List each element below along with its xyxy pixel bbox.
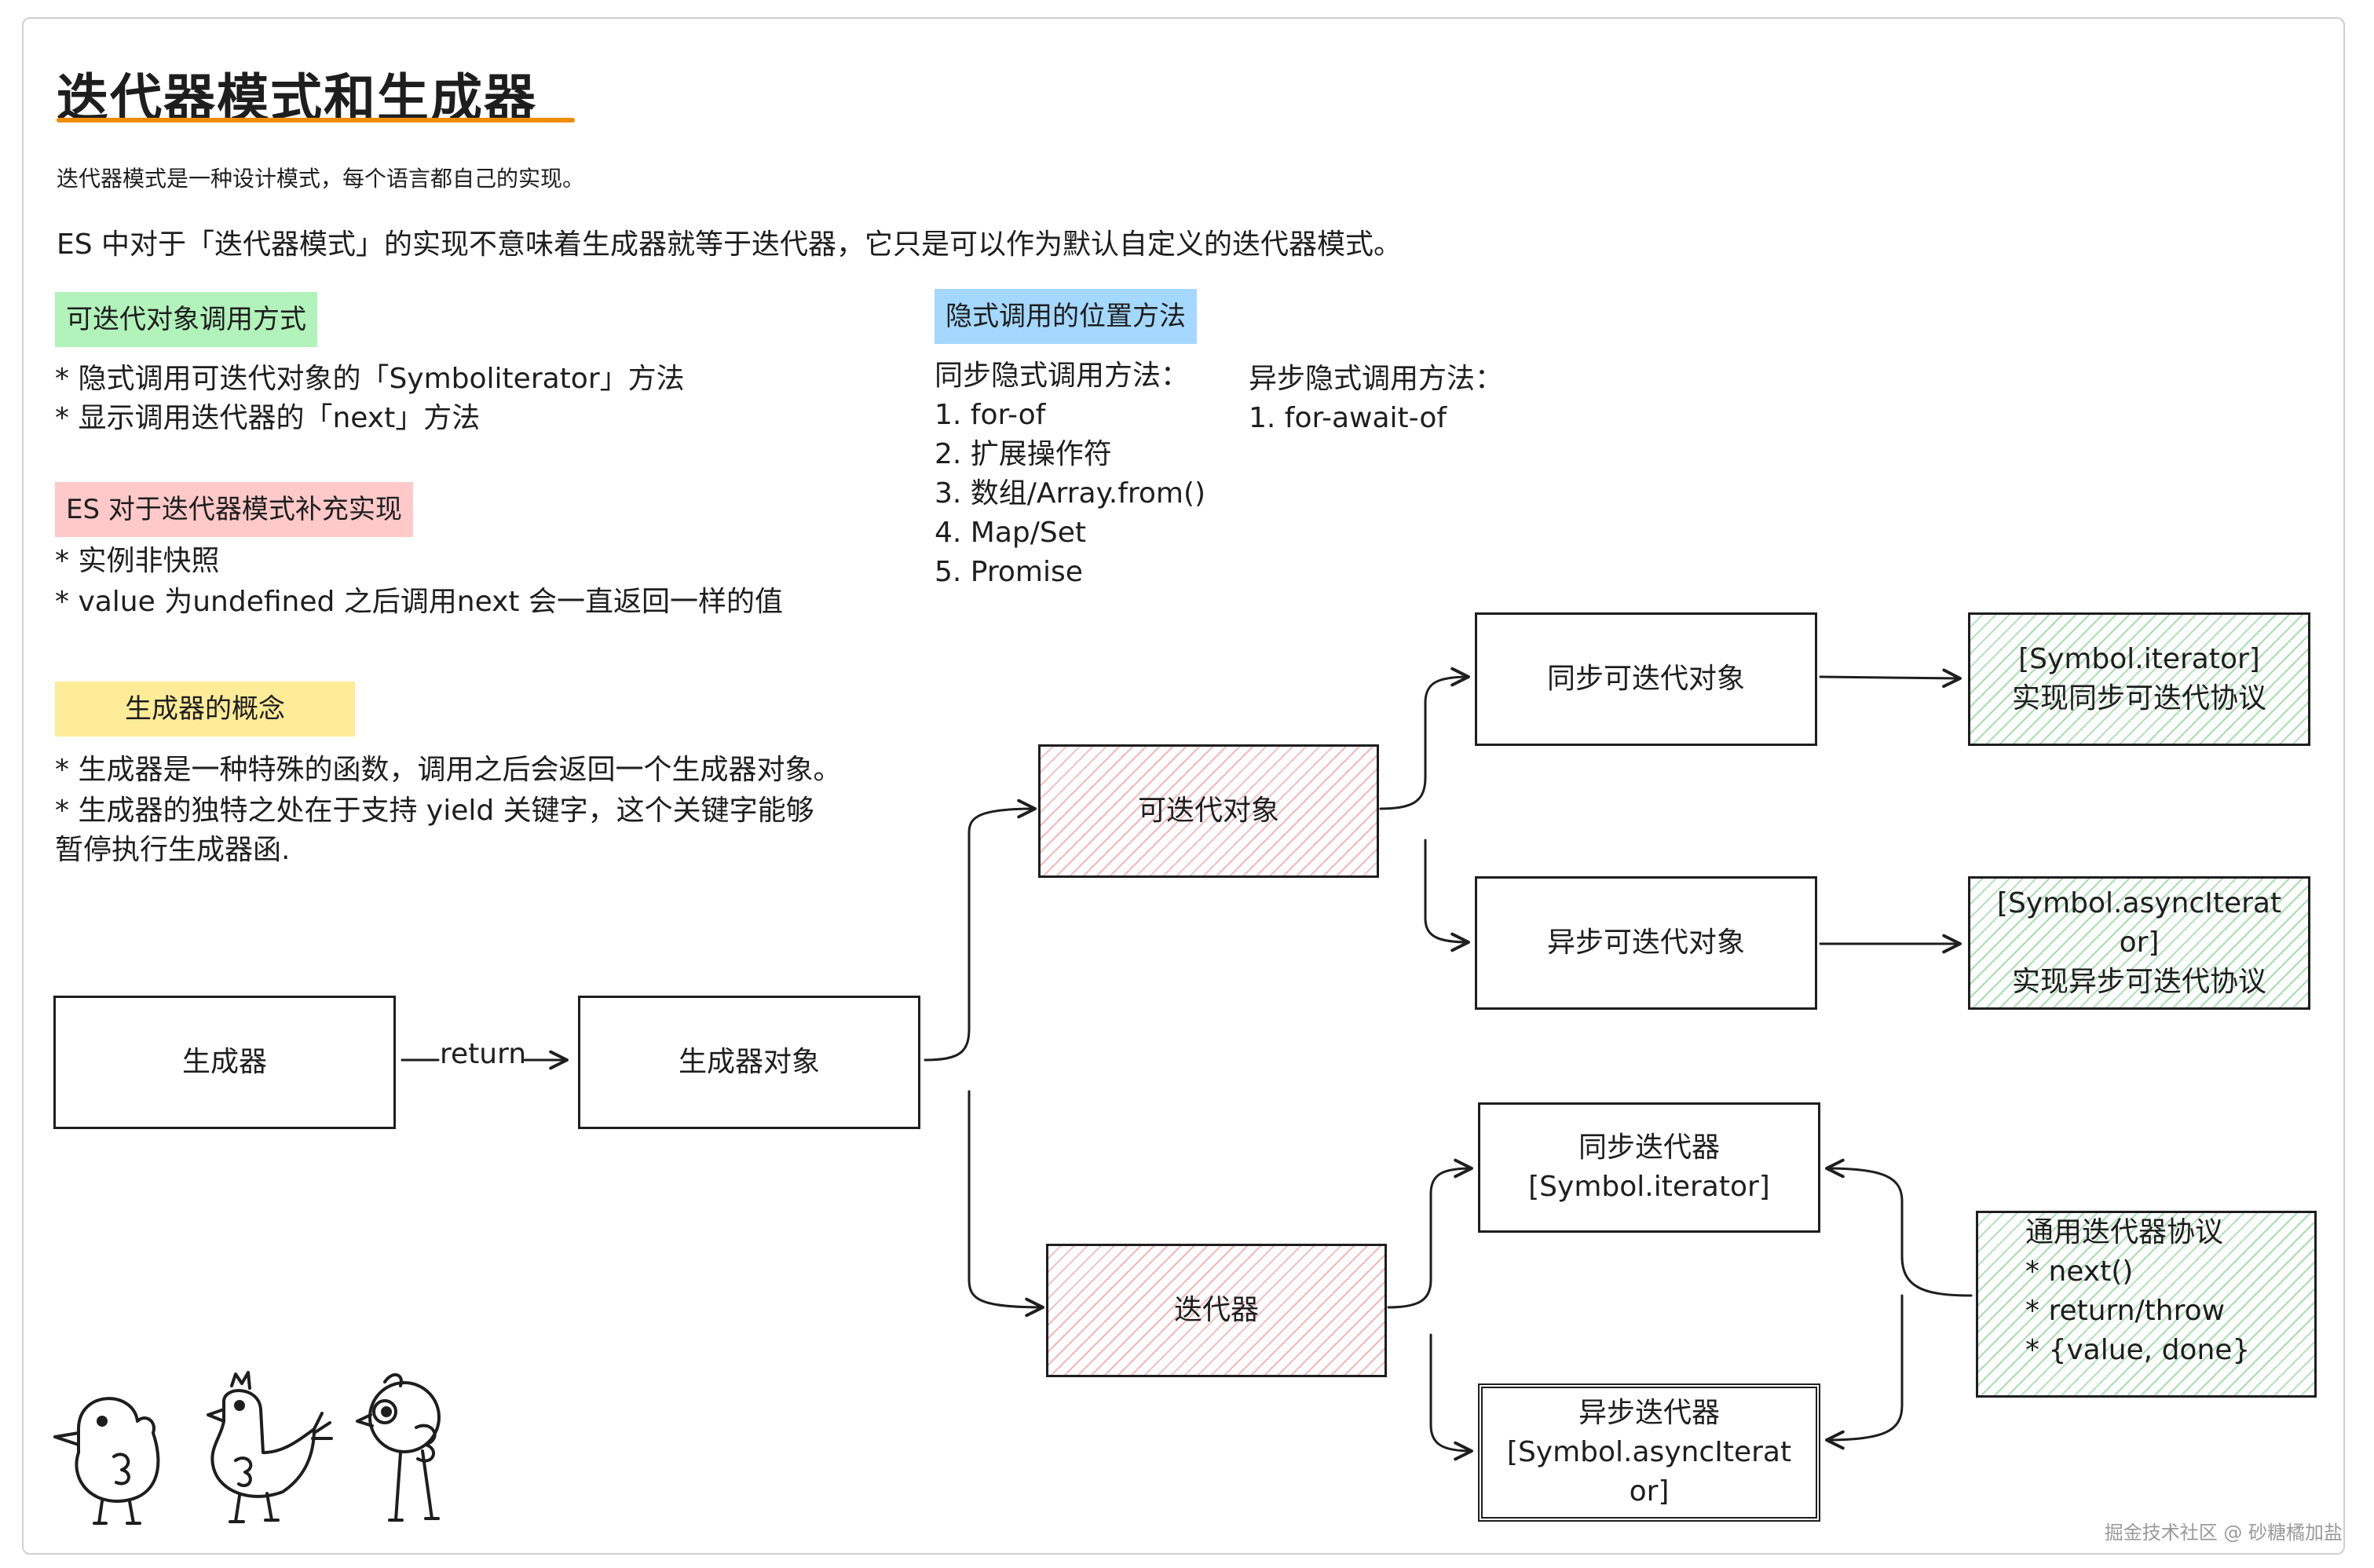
sync-implicit-item-5: 5. Promise	[935, 556, 1083, 588]
sync-iterable-protocol-line1: [Symbol.iterator]	[2018, 643, 2260, 675]
generator-concept-item-1: * 生成器是一种特殊的函数，调用之后会返回一个生成器对象。	[55, 754, 842, 786]
label-return: return	[440, 1038, 527, 1070]
iterator-protocol-item-3: * {value, done}	[2025, 1334, 2251, 1366]
arrow-to-iterator	[968, 1090, 1044, 1318]
iterator-protocol-item-1: * next()	[2025, 1255, 2134, 1288]
arrow-to-sync-iterable	[1379, 667, 1470, 810]
title-underline	[57, 118, 575, 122]
chick-icon-2	[207, 1371, 333, 1523]
sync-implicit-item-2: 2. 扩展操作符	[935, 438, 1112, 470]
async-iterator-line2: [Symbol.asyncIterat	[1506, 1436, 1792, 1468]
chick-icon-3	[356, 1373, 441, 1522]
iterator-protocol-title: 通用迭代器协议	[2025, 1216, 2224, 1248]
tag-es-supplement: ES 对于迭代器模式补充实现	[55, 482, 413, 537]
iterable-call-item-2: * 显示调用迭代器的「next」方法	[55, 402, 481, 434]
async-iterable-protocol-line3: 实现异步可迭代协议	[2011, 966, 2266, 998]
box-async-iterable: 异步可迭代对象	[1475, 876, 1817, 1010]
tag-generator-concept: 生成器的概念	[55, 682, 355, 736]
box-sync-iterable: 同步可迭代对象	[1475, 612, 1817, 746]
async-iterable-protocol-line1: [Symbol.asyncIterat	[1996, 887, 2282, 919]
box-iterator: 迭代器	[1046, 1244, 1387, 1377]
async-implicit-item-1: 1. for-await-of	[1249, 402, 1447, 434]
sync-iterator-line1: 同步迭代器	[1578, 1131, 1720, 1164]
arrow-to-async-iterable	[1424, 839, 1470, 952]
chick-icon-1	[53, 1397, 160, 1525]
canvas-frame	[22, 17, 2345, 1555]
sync-implicit-item-4: 4. Map/Set	[935, 517, 1087, 549]
tag-iterable-call: 可迭代对象调用方式	[55, 292, 317, 347]
box-async-iterable-protocol: [Symbol.asyncIterat or] 实现异步可迭代协议	[1968, 876, 2310, 1010]
arrow-to-sync-iterable-protocol	[1819, 668, 1962, 689]
sync-implicit-item-3: 3. 数组/Array.from()	[935, 477, 1206, 510]
iterator-protocol-item-2: * return/throw	[2025, 1295, 2226, 1327]
box-generator: 生成器	[53, 996, 396, 1129]
sync-iterator-line2: [Symbol.iterator]	[1528, 1171, 1770, 1203]
arrow-protocol-to-sync-iterator	[1825, 1158, 1973, 1297]
box-iterable: 可迭代对象	[1038, 744, 1379, 878]
box-async-iterator: 异步迭代器 [Symbol.asyncIterat or]	[1478, 1383, 1820, 1522]
async-iterable-protocol-line2: or]	[2119, 927, 2160, 959]
arrow-protocol-to-async-iterator	[1825, 1294, 1904, 1450]
async-implicit-heading: 异步隐式调用方法：	[1249, 363, 1504, 395]
es-supplement-item-1: * 实例非快照	[55, 545, 220, 577]
watermark: 掘金技术社区 @ 砂糖橘加盐	[2104, 1522, 2343, 1544]
arrow-to-iterable	[924, 799, 1037, 1062]
sync-implicit-heading: 同步隐式调用方法：	[935, 360, 1190, 392]
generator-concept-item-2: * 生成器的独特之处在于支持 yield 关键字，这个关键字能够	[55, 795, 814, 827]
es-supplement-item-2: * value 为undefined 之后调用next 会一直返回一样的值	[55, 586, 783, 618]
async-iterator-line3: or]	[1629, 1475, 1670, 1508]
box-sync-iterable-protocol: [Symbol.iterator] 实现同步可迭代协议	[1968, 612, 2310, 746]
sync-implicit-item-1: 1. for-of	[935, 399, 1046, 431]
generator-concept-item-3: 暂停执行生成器函.	[55, 834, 291, 866]
arrow-to-async-iterator	[1429, 1333, 1473, 1461]
intro-line-1: 迭代器模式是一种设计模式，每个语言都自己的实现。	[57, 166, 585, 192]
intro-line-2: ES 中对于「迭代器模式」的实现不意味着生成器就等于迭代器，它只是可以作为默认自…	[57, 228, 1403, 261]
box-iterator-protocol: 通用迭代器协议 * next() * return/throw * {value…	[1976, 1211, 2317, 1398]
box-sync-iterator: 同步迭代器 [Symbol.iterator]	[1478, 1102, 1820, 1233]
arrow-to-sync-iterator	[1387, 1158, 1473, 1309]
box-generator-object: 生成器对象	[578, 996, 920, 1129]
tag-implicit-call: 隐式调用的位置方法	[935, 289, 1197, 344]
sync-iterable-protocol-line2: 实现同步可迭代协议	[2011, 682, 2266, 715]
chick-illustrations	[53, 1371, 441, 1525]
iterable-call-item-1: * 隐式调用可迭代对象的「Symboliterator」方法	[55, 363, 685, 395]
async-iterator-line1: 异步迭代器	[1578, 1397, 1720, 1429]
